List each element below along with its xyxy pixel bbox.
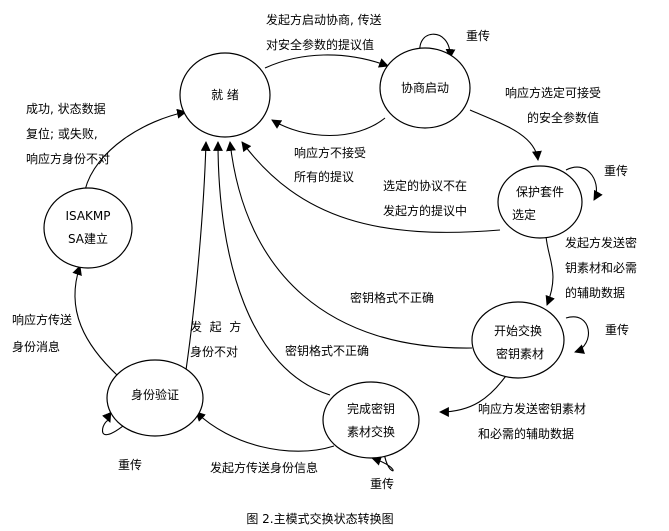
label-complete-to-identity: 发起方传送身份信息 bbox=[210, 460, 318, 475]
label-protect-to-ready-1: 选定的协议不在 bbox=[383, 178, 467, 193]
label-negotiation-to-protect-2: 的安全参数值 bbox=[527, 110, 599, 125]
node-complete-line2: 素材交换 bbox=[347, 424, 395, 439]
node-ready-label: 就 绪 bbox=[211, 88, 239, 102]
label-protect-to-start-1: 发起方发送密 bbox=[565, 235, 637, 250]
edge-start-retry bbox=[565, 316, 589, 354]
label-complete-to-ready: 密钥格式不正确 bbox=[285, 343, 369, 358]
label-complete-retry: 重传 bbox=[370, 476, 394, 491]
label-start-retry: 重传 bbox=[605, 322, 629, 337]
node-identity-label: 身份验证 bbox=[131, 387, 179, 402]
label-ready-to-negotiation-2: 对安全参数的提议值 bbox=[266, 37, 374, 52]
label-protect-to-ready-2: 发起方的提议中 bbox=[383, 203, 467, 218]
label-negotiation-to-ready-1: 响应方不接受 bbox=[294, 145, 366, 160]
figure-caption: 图 2.主模式交换状态转换图 bbox=[246, 511, 393, 526]
label-identity-retry: 重传 bbox=[118, 457, 142, 472]
label-identity-to-ready-1: 发 起 方 bbox=[190, 319, 241, 334]
node-protect-suite-line1: 保护套件 bbox=[516, 185, 564, 199]
node-start-line2: 密钥素材 bbox=[496, 346, 544, 361]
edge-complete-to-ready bbox=[213, 141, 331, 396]
edge-protect-retry bbox=[565, 166, 603, 201]
label-identity-to-isakmp-1: 响应方传送 bbox=[12, 312, 72, 327]
edge-identity-to-ready bbox=[185, 141, 211, 371]
node-isakmp-line1: ISAKMP bbox=[65, 209, 110, 223]
label-start-to-ready: 密钥格式不正确 bbox=[350, 290, 434, 305]
label-negotiation-retry: 重传 bbox=[466, 28, 490, 43]
edge-negotiation-to-protect bbox=[469, 109, 542, 161]
node-complete-key-exchange: 完成密钥 素材交换 bbox=[322, 381, 420, 459]
node-protect-suite: 保护套件 选定 bbox=[497, 165, 583, 239]
edge-identity-retry bbox=[102, 411, 129, 436]
edge-complete-retry bbox=[371, 451, 394, 472]
node-identity-verify: 身份验证 bbox=[106, 359, 204, 437]
label-protect-retry: 重传 bbox=[604, 163, 628, 178]
label-isakmp-to-ready-2: 复位; 或失败, bbox=[26, 126, 98, 141]
node-start-key-exchange: 开始交换 密钥素材 bbox=[471, 301, 565, 379]
edge-identity-to-isakmp bbox=[72, 265, 119, 377]
node-isakmp-line2: SA建立 bbox=[68, 231, 108, 246]
edge-start-to-complete bbox=[439, 369, 511, 417]
edge-protect-to-ready bbox=[241, 141, 501, 233]
node-negotiation-label: 协商启动 bbox=[401, 80, 449, 95]
node-start-line1: 开始交换 bbox=[494, 323, 542, 338]
label-identity-to-ready-2: 身份不对 bbox=[190, 344, 238, 359]
label-negotiation-to-protect-1: 响应方选定可接受 bbox=[505, 85, 601, 100]
edge-ready-to-negotiation bbox=[264, 54, 389, 69]
node-negotiation: 协商启动 bbox=[379, 47, 471, 129]
label-ready-to-negotiation-1: 发起方启动协商, 传送 bbox=[266, 12, 382, 27]
label-protect-to-start-3: 的辅助数据 bbox=[565, 285, 625, 300]
label-identity-to-isakmp-2: 身份消息 bbox=[12, 339, 60, 354]
label-start-to-complete-2: 和必需的辅助数据 bbox=[478, 426, 574, 441]
edge-protect-to-start bbox=[545, 235, 555, 306]
node-protect-suite-line2: 选定 bbox=[512, 207, 536, 222]
label-isakmp-to-ready-3: 响应方身份不对 bbox=[26, 151, 110, 166]
label-start-to-complete-1: 响应方发送密钥素材 bbox=[478, 401, 586, 416]
node-isakmp-sa: ISAKMP SA建立 bbox=[43, 187, 133, 269]
label-isakmp-to-ready-1: 成功, 状态数据 bbox=[26, 101, 106, 116]
label-protect-to-start-2: 钥素材和必需 bbox=[565, 261, 637, 275]
node-ready: 就 绪 bbox=[179, 52, 271, 138]
label-negotiation-to-ready-2: 所有的提议 bbox=[294, 169, 354, 184]
edge-negotiation-to-ready bbox=[271, 117, 386, 137]
node-complete-line1: 完成密钥 bbox=[347, 401, 395, 416]
edge-complete-to-identity bbox=[195, 411, 335, 452]
edge-start-to-ready bbox=[226, 141, 473, 349]
edge-isakmp-to-ready bbox=[84, 108, 187, 191]
